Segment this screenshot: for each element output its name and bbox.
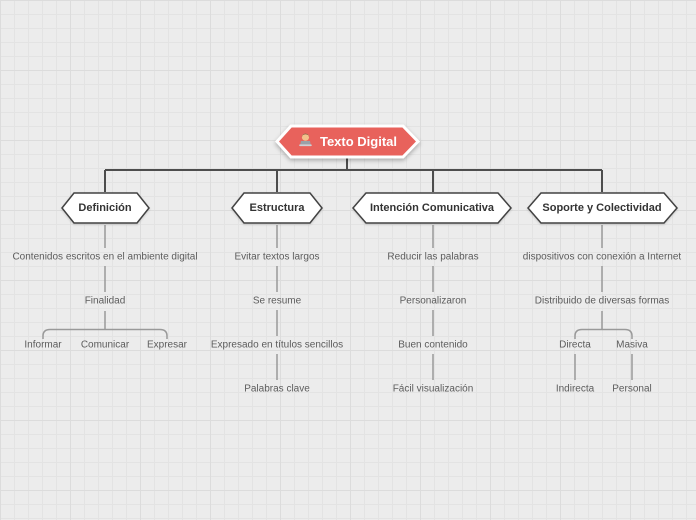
subnode-directa[interactable]: Directa: [559, 339, 591, 351]
subnode-connectors: [42, 225, 633, 380]
subnode-expresar[interactable]: Expresar: [146, 339, 188, 351]
branch-node-shape-definicion[interactable]: [61, 192, 150, 224]
subnode-finalidad[interactable]: Finalidad: [84, 295, 126, 307]
branch-label-definicion[interactable]: Definición: [78, 202, 132, 214]
root-branch-connectors: [104, 158, 603, 192]
branch-label-soporte[interactable]: Soporte y Colectividad: [542, 202, 662, 214]
subnode-informar[interactable]: Informar: [24, 339, 62, 351]
subnode-contenidos[interactable]: Contenidos escritos en el ambiente digit…: [12, 251, 198, 263]
branch-node-shape-intencion[interactable]: [352, 192, 512, 224]
subnode-titulos-sencillos[interactable]: Expresado en títulos sencillos: [210, 339, 344, 351]
root-node-shape[interactable]: [274, 124, 421, 159]
subnode-se-resume[interactable]: Se resume: [252, 295, 302, 307]
branch-label-estructura[interactable]: Estructura: [249, 202, 305, 214]
subnode-personal[interactable]: Personal: [612, 383, 652, 395]
technologist-emoji-icon: [297, 132, 314, 150]
subnode-comunicar[interactable]: Comunicar: [80, 339, 130, 351]
subnode-reducir-palabras[interactable]: Reducir las palabras: [387, 251, 479, 263]
root-node-label: Texto Digital: [319, 133, 398, 149]
subnode-buen-contenido[interactable]: Buen contenido: [398, 339, 468, 351]
subnode-palabras-clave[interactable]: Palabras clave: [244, 383, 310, 395]
subnode-facil-visualizacion[interactable]: Fácil visualización: [392, 383, 474, 395]
branch-label-intencion[interactable]: Intención Comunicativa: [369, 202, 495, 214]
subnode-dispositivos[interactable]: dispositivos con conexión a Internet: [522, 251, 682, 263]
subnode-evitar-textos[interactable]: Evitar textos largos: [234, 251, 320, 263]
subnode-personalizaron[interactable]: Personalizaron: [399, 295, 467, 307]
subnode-indirecta[interactable]: Indirecta: [555, 383, 595, 395]
branch-node-shape-estructura[interactable]: [231, 192, 323, 224]
branch-node-shape-soporte[interactable]: [527, 192, 678, 224]
root-node[interactable]: Texto Digital: [297, 132, 397, 150]
subnode-distribuido[interactable]: Distribuido de diversas formas: [534, 295, 670, 307]
subnode-masiva[interactable]: Masiva: [616, 339, 648, 351]
